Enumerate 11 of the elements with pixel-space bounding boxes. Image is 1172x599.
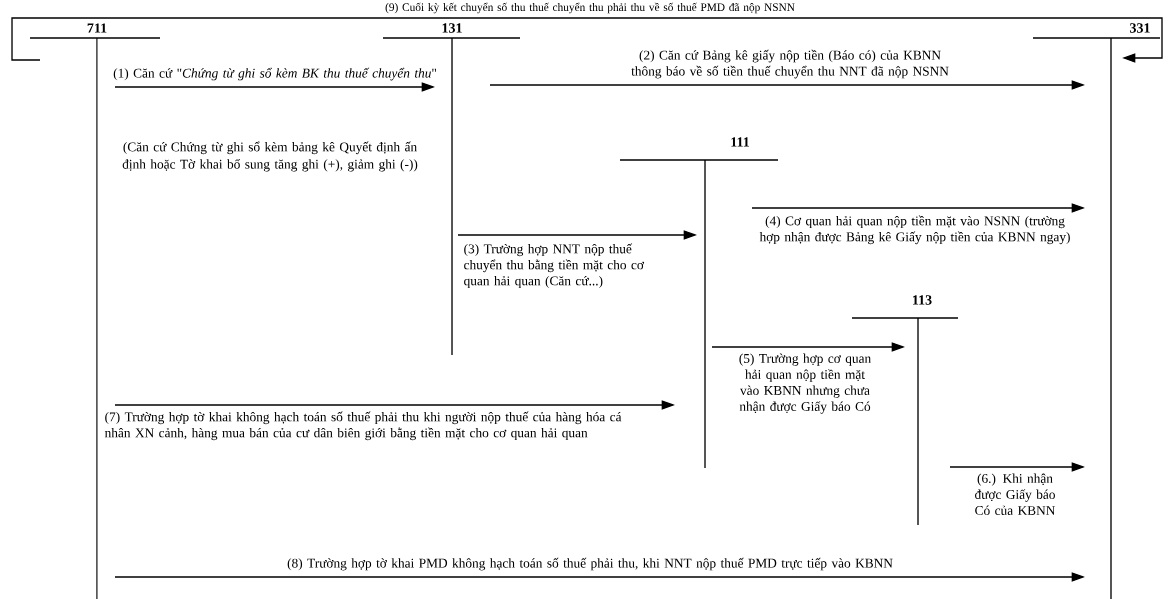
arrow	[11, 17, 1163, 63]
edge-label: (5) Trường hợp cơ quan hải quan nộp tiền mặt vào KBNN nhưng chưa nhận được Giấy báo Có	[739, 353, 871, 414]
edge-label: (3) Trường hợp NNT nộp thuế chuyển thu bằng tiền mặt cho cơ quan hải quan (Căn cứ...)	[464, 243, 645, 289]
note: (Căn cứ Chứng từ ghi sổ kèm bảng kê Quyết định ấn định hoặc Tờ khai bổ sung tăng ghi (+), giảm ghi (-))	[122, 141, 418, 172]
edge-label: (9) Cuối kỳ kết chuyển số thu thuế chuyển thu phải thu về số thuế PMD đã nộp NSNN	[385, 2, 795, 14]
edge-label: (8) Trường hợp tờ khai PMD không hạch toán số thuế phải thu, khi NNT nộp thuế PMD trực tiếp vào KBNN	[287, 557, 893, 571]
edge-label: (6.) Khi nhận được Giấy báo Có của KBNN	[975, 473, 1056, 515]
edge-label: (1) Căn cứ "Chứng từ ghi sổ kèm BK thu thuế chuyển thu"	[113, 67, 437, 81]
edge-label: (4) Cơ quan hải quan nộp tiền mặt vào NSNN (trường hợp nhận được Bảng kê Giấy nộp tiền của KBNN ngay)	[759, 215, 1070, 245]
edge-label: (7) Trường hợp tờ khai không hạch toán số thuế phải thu khi người nộp thuế của hàng hóa cá nhân XN cảnh, hàng mua bán của cư dân biên giới bằng tiền mặt cho cơ quan hải quan	[104, 411, 622, 441]
edge-label: (2) Căn cứ Bảng kê giấy nộp tiền (Báo có) của KBNN thông báo về số tiền thuế chuyển thu NNT đã nộp NSNN	[631, 49, 949, 79]
